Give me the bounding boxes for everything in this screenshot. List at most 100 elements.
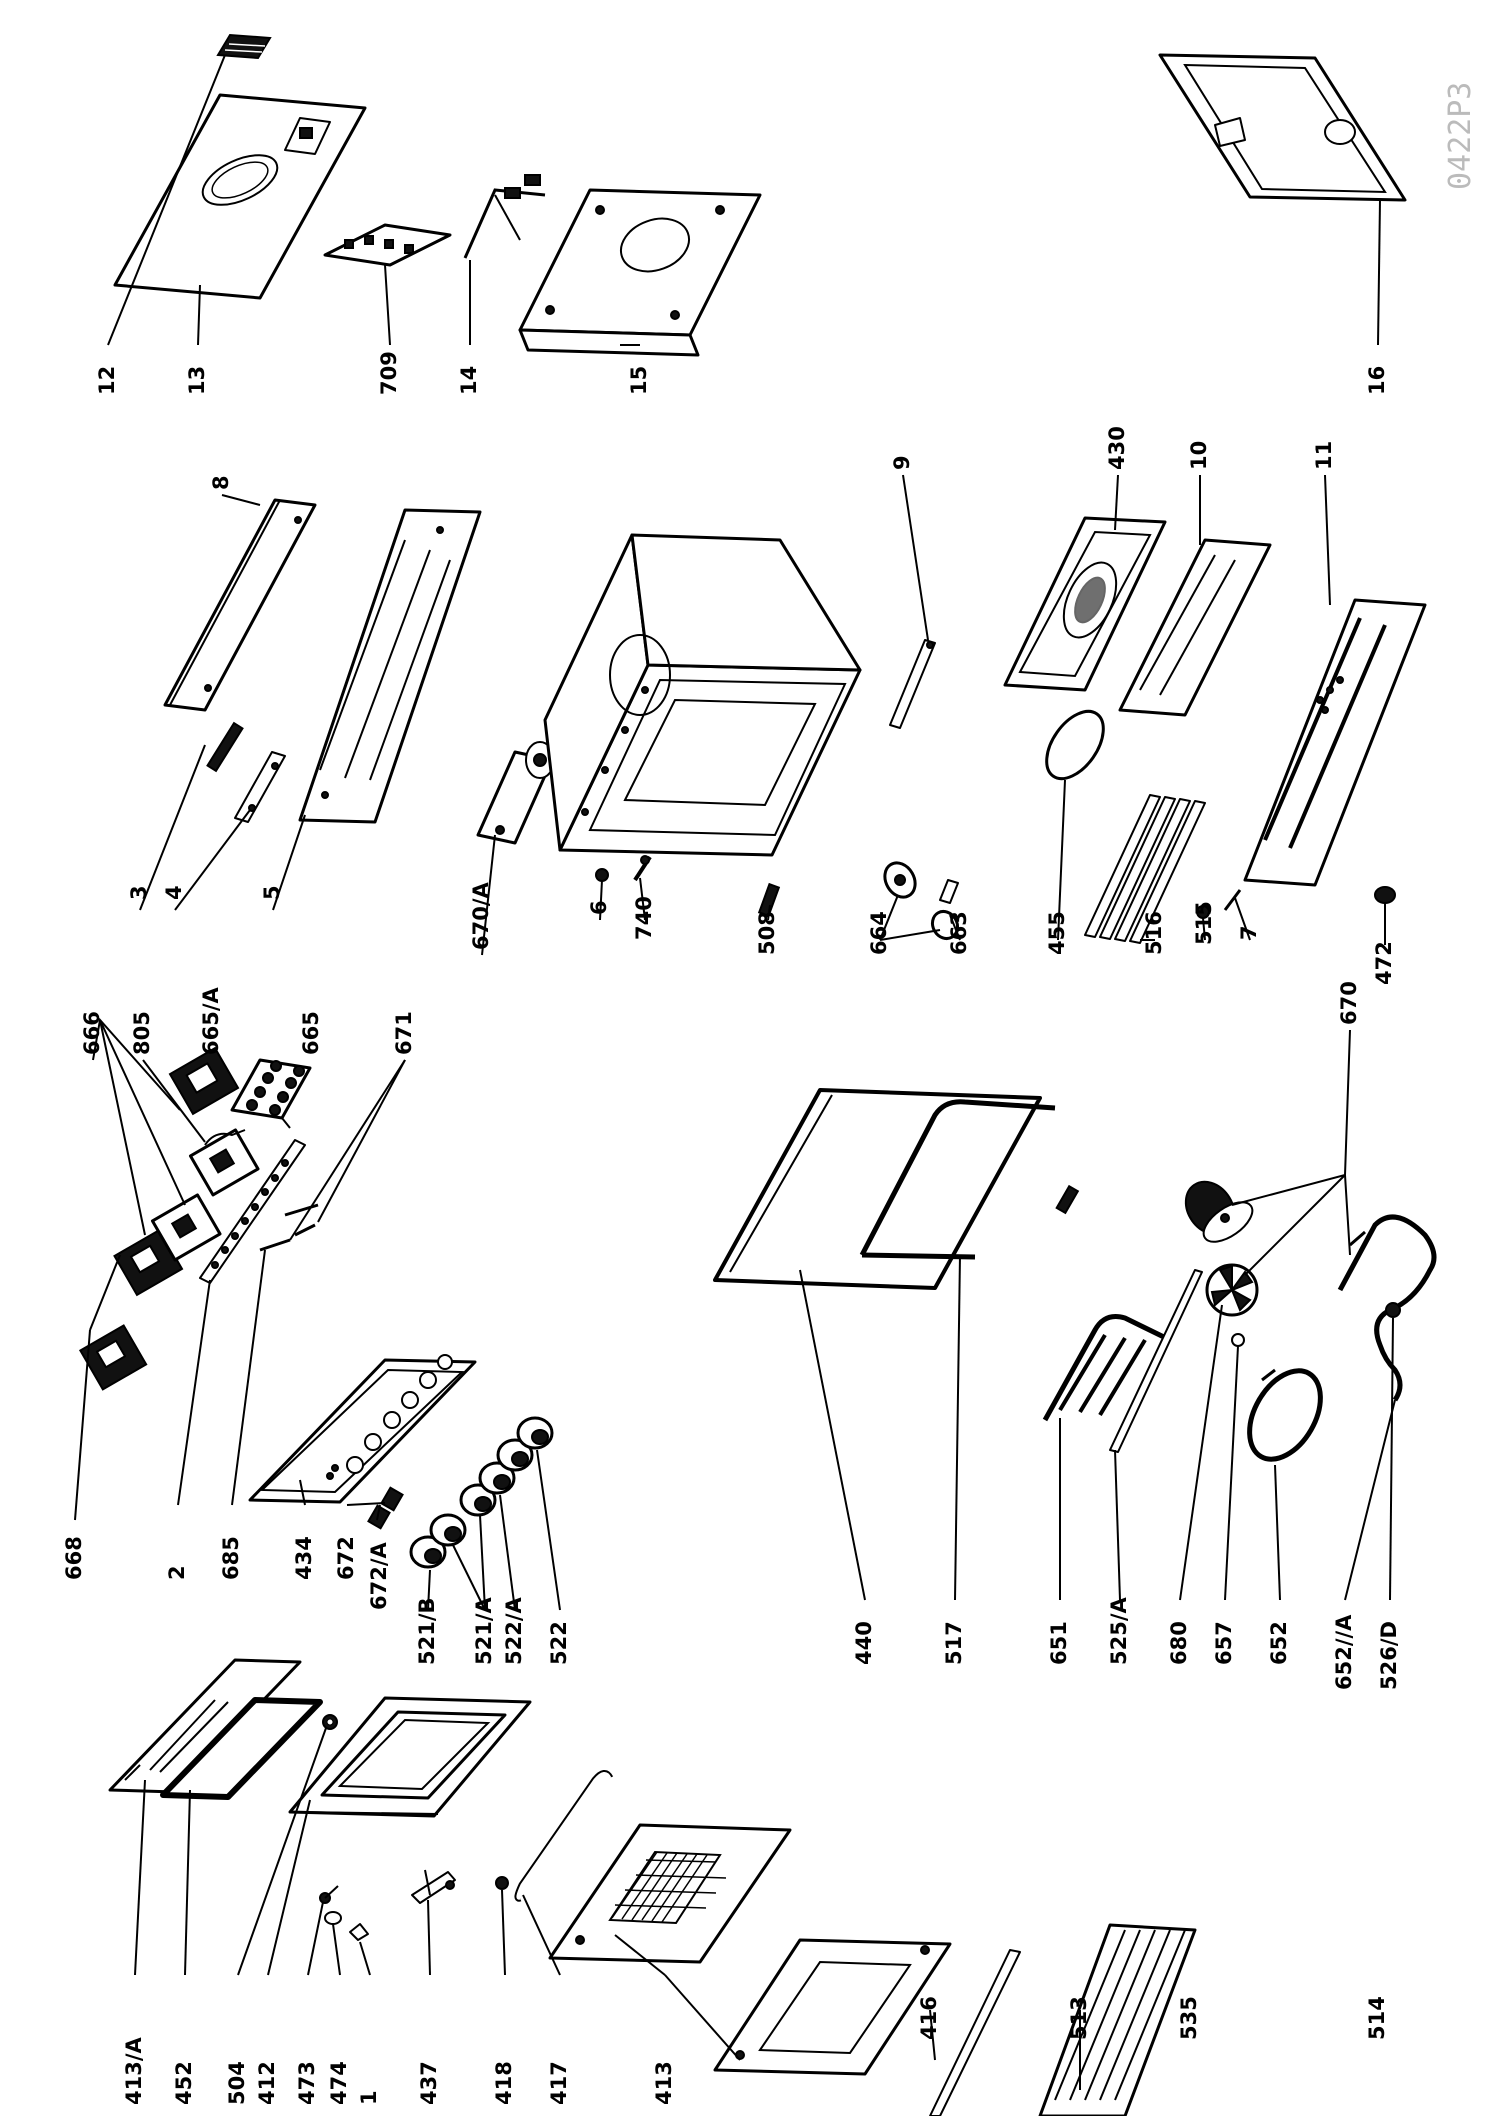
callout-label-12: 12: [95, 366, 119, 395]
callout-label-9: 9: [890, 455, 914, 470]
door-gasket-452: [160, 1697, 323, 1800]
callout-label-15: 15: [627, 366, 651, 395]
door-seal-517: [859, 1099, 1056, 1260]
callout-label-521b: 521/B: [415, 1597, 439, 1665]
callout-label-452: 452: [172, 2061, 196, 2105]
callout-label-437: 437: [417, 2061, 441, 2105]
callout-label-2: 2: [165, 1565, 189, 1580]
inner-door-panels-413: [548, 1823, 952, 2076]
callout-label-1: 1: [357, 2090, 381, 2105]
callout-label-472: 472: [1372, 941, 1396, 985]
callout-label-664: 664: [867, 911, 891, 955]
wire-rack-513: [1038, 1923, 1197, 2116]
callout-label-5: 5: [260, 885, 284, 900]
rear-cover-430: [1003, 516, 1167, 692]
switches-666: [150, 1128, 260, 1262]
cover-plate-13: [113, 93, 367, 300]
hinge-parts-473-474-1: [319, 1885, 369, 1941]
callout-label-434: 434: [292, 1536, 316, 1580]
switches-668: [78, 1228, 184, 1391]
callout-label-515: 515: [1192, 901, 1216, 945]
fixings-515-7: [1196, 889, 1242, 919]
callout-label-473: 473: [295, 2061, 319, 2105]
callout-label-8: 8: [209, 475, 233, 490]
insulation-3-4: [206, 721, 286, 823]
callout-label-672: 672: [334, 1536, 358, 1580]
callout-label-522: 522: [547, 1621, 571, 1665]
door-bracket-418: [495, 1876, 509, 1890]
cavity-seal-440: [713, 1088, 1042, 1290]
switch-665a: [168, 1046, 240, 1116]
callout-label-670a: 670/A: [469, 881, 493, 950]
callout-label-680: 680: [1167, 1621, 1191, 1665]
callout-label-526d: 526/D: [1377, 1621, 1401, 1690]
callout-label-7: 7: [1237, 925, 1261, 940]
callout-label-522a: 522/A: [502, 1596, 526, 1665]
callout-label-11: 11: [1312, 441, 1336, 470]
callout-label-709: 709: [377, 351, 401, 395]
callout-label-16: 16: [1365, 366, 1389, 395]
callout-label-651: 651: [1047, 1621, 1071, 1665]
callout-label-666: 666: [80, 1011, 104, 1055]
chassis-15: [518, 188, 762, 357]
vent-grille-12: [216, 33, 272, 60]
callout-label-10: 10: [1187, 441, 1211, 470]
callout-label-685: 685: [219, 1536, 243, 1580]
fan-blade-657: [1205, 1263, 1259, 1347]
callout-label-14: 14: [457, 366, 481, 395]
callout-label-663: 663: [947, 911, 971, 955]
lamp-508: [757, 882, 781, 918]
callout-label-671: 671: [392, 1011, 416, 1055]
callout-label-6: 6: [587, 900, 611, 915]
foot-472: [1374, 886, 1396, 904]
thermostat-526d: [1385, 1302, 1401, 1318]
door-frame-412: [288, 1696, 532, 1818]
grill-element-651: [1042, 1184, 1172, 1422]
lamp-672: [367, 1486, 404, 1530]
gasket-455: [1045, 709, 1105, 781]
rail-416: [929, 1949, 1021, 2116]
side-panel-10: [1118, 538, 1272, 717]
callout-label-413: 413: [652, 2061, 676, 2105]
circular-element-652: [1247, 1368, 1323, 1462]
spindles-685-671: [259, 1203, 319, 1252]
wire-805: [204, 1129, 246, 1146]
top-panel-5: [298, 508, 482, 824]
callout-label-514: 514: [1365, 1996, 1389, 2040]
selector-switch-665: [230, 1058, 312, 1129]
callout-label-665: 665: [299, 1011, 323, 1055]
outer-door-glass-413a: [108, 1658, 302, 1794]
terminal-block-709: [323, 223, 452, 267]
callout-label-652aa: 652//A: [1332, 1614, 1356, 1690]
door-handle-417: [514, 1770, 614, 1902]
control-strip-2: [199, 1139, 306, 1284]
fan-motor-680: [1184, 1180, 1254, 1243]
callout-label-670: 670: [1337, 981, 1361, 1025]
callout-label-665a: 665/A: [199, 986, 223, 1055]
callout-label-535: 535: [1177, 1996, 1201, 2040]
callout-label-504: 504: [225, 2061, 249, 2105]
oven-cavity: [543, 533, 862, 857]
drawing-reference: 0422P3: [1443, 82, 1478, 190]
callout-label-3: 3: [127, 885, 151, 900]
knobs-521-522: [409, 1416, 554, 1569]
side-panel-11: [1243, 598, 1427, 887]
callout-label-413a: 413/A: [122, 2036, 146, 2105]
door-screw-504: [322, 1714, 338, 1730]
door-hinge-437: [411, 1869, 456, 1904]
callout-label-474: 474: [327, 2061, 351, 2105]
callout-label-513: 513: [1067, 1996, 1091, 2040]
callout-label-740: 740: [632, 896, 656, 940]
shelf-runner-525a: [1109, 1269, 1203, 1453]
callout-label-672a: 672/A: [367, 1541, 391, 1610]
callout-label-668: 668: [62, 1536, 86, 1580]
shelf-supports-516: [1084, 794, 1206, 944]
callout-label-13: 13: [185, 366, 209, 395]
back-panel-8: [163, 498, 317, 712]
callout-label-517: 517: [942, 1621, 966, 1665]
bracket-9: [889, 639, 936, 729]
leader-lines: [74, 54, 1396, 2090]
control-panel-434: [248, 1354, 477, 1504]
